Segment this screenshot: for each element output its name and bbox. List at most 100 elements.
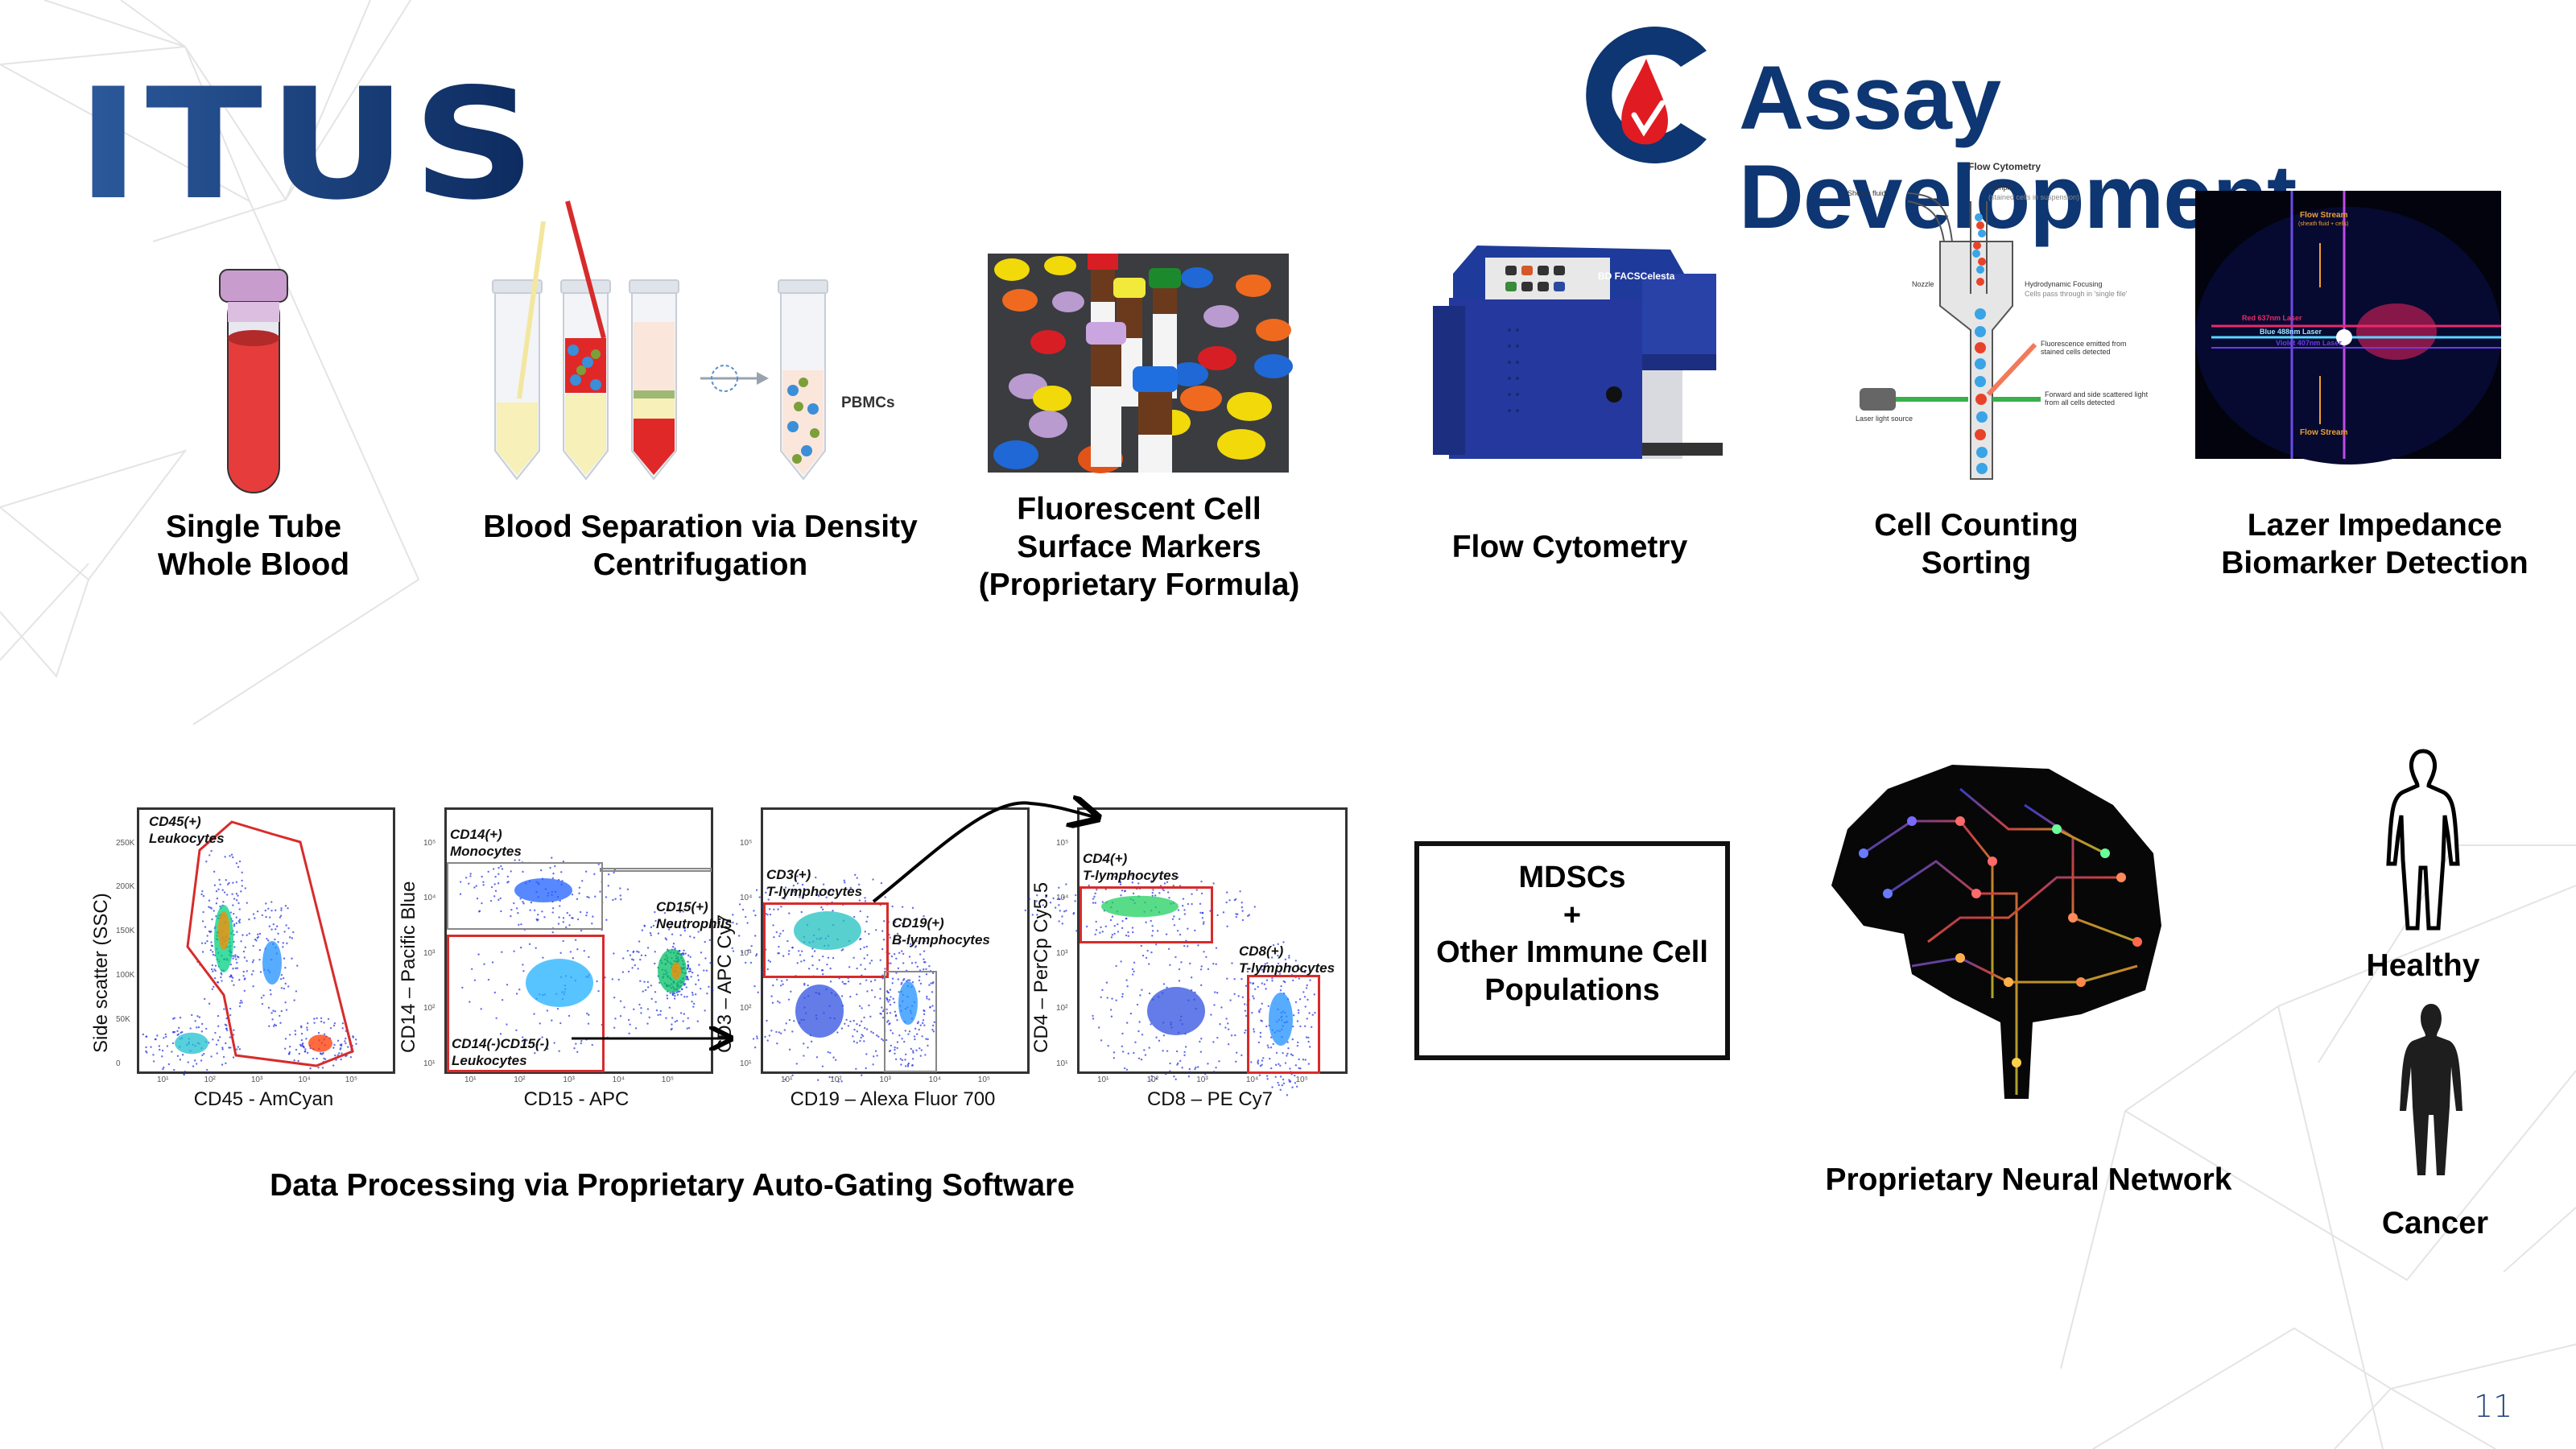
event-dot [354, 1038, 357, 1041]
assay-logo-icon [1586, 27, 1707, 164]
event-dot [341, 1052, 343, 1055]
event-dot [272, 1009, 275, 1012]
event-dot [894, 1052, 896, 1055]
event-dot [1227, 1028, 1230, 1030]
event-dot [755, 889, 758, 891]
event-dot [848, 966, 851, 968]
event-dot [621, 971, 625, 973]
event-dot [214, 1031, 217, 1034]
event-dot [506, 984, 509, 986]
event-dot [233, 1029, 235, 1031]
event-dot [1199, 968, 1203, 971]
event-dot [619, 1014, 622, 1018]
step-caption-cytometer: Flow Cytometry [1451, 530, 1688, 564]
event-dot [783, 898, 786, 900]
event-dot [1148, 992, 1151, 995]
event-dot [607, 873, 610, 876]
event-dot [655, 1009, 658, 1012]
event-dot [1187, 902, 1190, 906]
event-dot [352, 1035, 354, 1038]
event-dot [1075, 930, 1078, 932]
event-dot [786, 939, 789, 943]
event-dot [859, 947, 862, 951]
x-tick-label: 10² [204, 1075, 216, 1084]
event-dot [284, 966, 287, 969]
event-dot [1110, 1015, 1113, 1018]
event-dot [231, 976, 234, 979]
event-dot [1241, 919, 1245, 922]
density-hotspot [1147, 987, 1205, 1035]
event-dot [772, 984, 774, 987]
event-dot [629, 1023, 631, 1026]
event-dot [679, 910, 682, 914]
event-dot [1245, 1029, 1247, 1032]
step-caption-tube: Single Tube Whole Blood [157, 510, 350, 582]
event-dot [280, 973, 283, 976]
event-dot [901, 1038, 903, 1040]
event-dot [1074, 900, 1076, 902]
event-dot [282, 946, 284, 948]
event-dot [258, 948, 262, 952]
event-dot [1241, 977, 1243, 980]
event-dot [250, 973, 254, 976]
event-dot [664, 937, 667, 939]
event-dot [881, 947, 884, 951]
event-dot [248, 932, 251, 935]
event-dot [258, 932, 262, 935]
event-dot [869, 1015, 872, 1018]
event-dot [1269, 1057, 1271, 1060]
event-dot [902, 979, 905, 981]
event-dot [201, 951, 204, 953]
event-dot [1228, 899, 1231, 902]
event-dot [230, 976, 233, 978]
event-dot [231, 893, 233, 895]
y-tick-label: 10² [740, 1004, 752, 1013]
event-dot [220, 976, 222, 979]
event-dot [581, 880, 584, 882]
event-dot [501, 951, 503, 953]
event-dot [184, 1070, 187, 1073]
event-dot [1289, 1080, 1292, 1083]
event-dot [1284, 1062, 1287, 1064]
event-dot [1095, 920, 1097, 923]
event-dot [1191, 893, 1193, 895]
event-dot [1296, 1020, 1299, 1022]
event-dot [896, 932, 899, 935]
event-dot [1261, 1020, 1263, 1022]
event-dot [195, 1063, 198, 1065]
x-tick-label: 10⁵ [977, 1075, 991, 1084]
event-dot [267, 907, 270, 910]
event-dot [854, 873, 857, 877]
density-hotspot [671, 962, 681, 980]
event-dot [1169, 1062, 1171, 1065]
event-dot [632, 959, 635, 961]
event-dot [864, 900, 867, 902]
event-dot [815, 968, 819, 970]
event-dot [558, 916, 560, 919]
x-tick-label: 10³ [1196, 1075, 1208, 1084]
event-dot [865, 1028, 869, 1030]
centrifuge-tubes-icon [492, 200, 828, 481]
diagram-label: Nozzle [1912, 280, 1934, 288]
event-dot [829, 967, 832, 970]
event-dot [1113, 925, 1116, 927]
event-dot [551, 931, 554, 934]
event-dot [863, 1016, 865, 1019]
event-dot [674, 994, 676, 997]
event-dot [210, 1055, 213, 1058]
event-dot [246, 902, 248, 904]
event-dot [1137, 882, 1140, 885]
event-dot [336, 1039, 340, 1042]
event-dot [591, 923, 593, 925]
event-dot [642, 990, 645, 993]
event-dot [159, 1048, 161, 1051]
event-dot [641, 929, 644, 931]
event-dot [1257, 985, 1259, 989]
event-dot [784, 886, 787, 889]
y-axis-label: CD3 – APC Cy7 [714, 914, 736, 1053]
event-dot [522, 970, 525, 972]
event-dot [1085, 925, 1088, 928]
event-dot [264, 909, 266, 912]
event-dot [576, 918, 580, 921]
event-dot [1227, 1022, 1229, 1025]
